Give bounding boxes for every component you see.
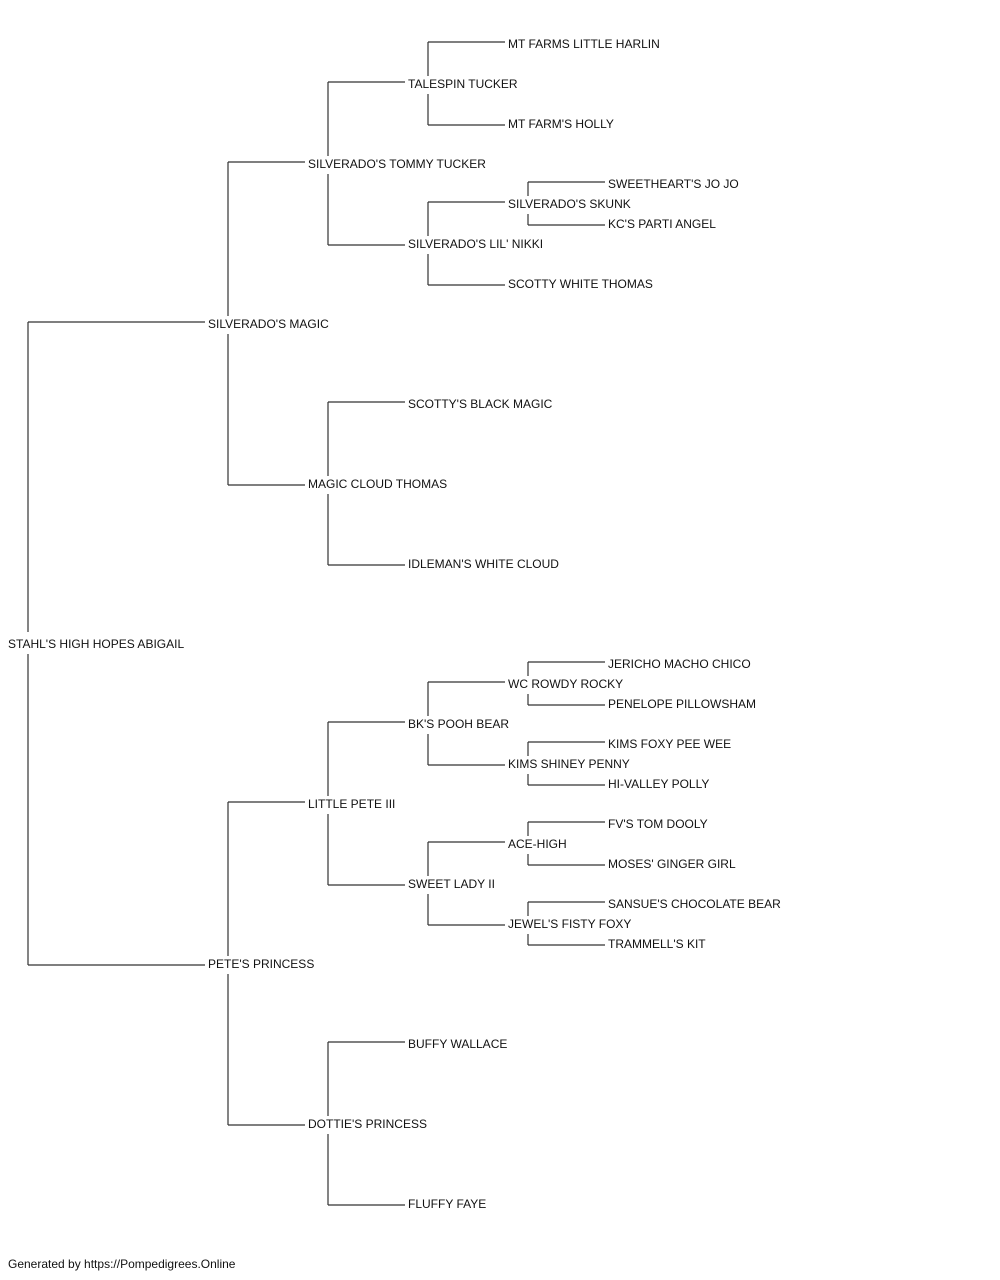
sire-sire-name: SILVERADO'S TOMMY TUCKER	[308, 157, 486, 171]
dsdsd-name: MOSES' GINGER GIRL	[608, 857, 736, 871]
dss-name: BK'S POOH BEAR	[408, 717, 509, 731]
dds-name: BUFFY WALLACE	[408, 1037, 507, 1051]
ssd-name: SILVERADO'S LIL' NIKKI	[408, 237, 543, 251]
dsds-name: ACE-HIGH	[508, 837, 567, 851]
sssd-name: MT FARM'S HOLLY	[508, 117, 614, 131]
sire-name: SILVERADO'S MAGIC	[208, 317, 329, 331]
ssdsd-name: KC'S PARTI ANGEL	[608, 217, 716, 231]
dam-dam-name: DOTTIE'S PRINCESS	[308, 1117, 427, 1131]
ddd-name: FLUFFY FAYE	[408, 1197, 486, 1211]
dsdss-name: FV'S TOM DOOLY	[608, 817, 708, 831]
subject-name: STAHL'S HIGH HOPES ABIGAIL	[8, 637, 184, 651]
dssdd-name: HI-VALLEY POLLY	[608, 777, 709, 791]
ssss-name: MT FARMS LITTLE HARLIN	[508, 37, 660, 51]
sss-name: TALESPIN TUCKER	[408, 77, 518, 91]
sdd-name: IDLEMAN'S WHITE CLOUD	[408, 557, 559, 571]
dsd-name: SWEET LADY II	[408, 877, 495, 891]
dssd-name: KIMS SHINEY PENNY	[508, 757, 630, 771]
dsdd-name: JEWEL'S FISTY FOXY	[508, 917, 631, 931]
dsdds-name: SANSUE'S CHOCOLATE BEAR	[608, 897, 781, 911]
ssds-name: SILVERADO'S SKUNK	[508, 197, 631, 211]
dssds-name: KIMS FOXY PEE WEE	[608, 737, 731, 751]
sds-name: SCOTTY'S BLACK MAGIC	[408, 397, 553, 411]
dsssd-name: PENELOPE PILLOWSHAM	[608, 697, 756, 711]
dssss-name: JERICHO MACHO CHICO	[608, 657, 751, 671]
dsddd-name: TRAMMELL'S KIT	[608, 937, 706, 951]
sire-dam-name: MAGIC CLOUD THOMAS	[308, 477, 447, 491]
dam-name: PETE'S PRINCESS	[208, 957, 314, 971]
ssdss-name: SWEETHEART'S JO JO	[608, 177, 739, 191]
dsss-name: WC ROWDY ROCKY	[508, 677, 623, 691]
footer-credit: Generated by https://Pompedigrees.Online	[8, 1257, 236, 1271]
dam-sire-name: LITTLE PETE III	[308, 797, 395, 811]
ssdd-name: SCOTTY WHITE THOMAS	[508, 277, 653, 291]
